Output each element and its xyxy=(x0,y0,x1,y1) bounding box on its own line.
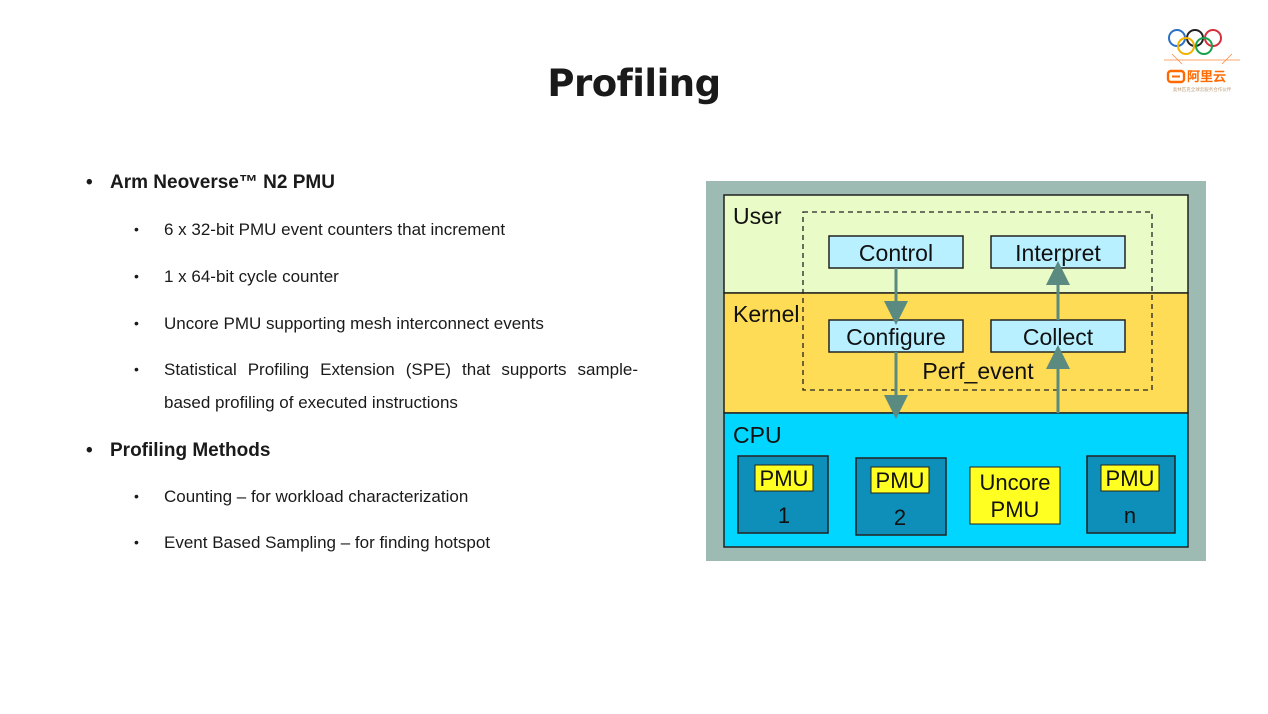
aliyun-bracket-icon xyxy=(1166,69,1186,84)
uncore-pmu-label-line1: Uncore xyxy=(980,470,1051,495)
uncore-pmu: Uncore PMU xyxy=(969,466,1061,525)
pmu-n: PMU n xyxy=(1086,455,1176,534)
pmu-1-index: 1 xyxy=(778,503,790,528)
page-title: Profiling xyxy=(547,62,721,105)
pmu-1: PMU 1 xyxy=(737,455,829,534)
user-layer-label: User xyxy=(733,203,782,229)
perf-architecture-diagram: User Kernel CPU Control Interpret Config… xyxy=(706,181,1206,561)
control-label: Control xyxy=(859,240,933,266)
bullet-dot-icon: • xyxy=(134,268,139,284)
bullet-dot-icon: • xyxy=(134,315,139,331)
kernel-layer xyxy=(723,292,1189,414)
bullet-dot-icon: • xyxy=(86,172,93,193)
pmu-2-label: PMU xyxy=(876,468,925,493)
perf-event-boundary xyxy=(802,211,1153,391)
bullet-dot-icon: • xyxy=(134,488,139,504)
cpu-layer-label: CPU xyxy=(733,422,782,448)
olympic-rings-icon xyxy=(1168,29,1222,55)
collect-label: Collect xyxy=(1023,324,1094,350)
pmu-2-index: 2 xyxy=(894,505,906,530)
configure-label: Configure xyxy=(846,324,946,350)
kernel-layer-label: Kernel xyxy=(733,301,799,327)
pmu-1-label: PMU xyxy=(760,466,809,491)
rays-icon xyxy=(1164,53,1240,65)
uncore-pmu-label-line2: PMU xyxy=(991,497,1040,522)
perf-event-label: Perf_event xyxy=(922,358,1034,384)
logo-brand-text: 阿里云 xyxy=(1187,69,1226,84)
alibaba-cloud-olympic-logo: 阿里云 奥林匹克全球云服务合作伙伴 xyxy=(1164,29,1240,93)
bullet-dot-icon: • xyxy=(134,361,139,377)
logo-tagline: 奥林匹克全球云服务合作伙伴 xyxy=(1173,86,1232,93)
bullet-dot-icon: • xyxy=(134,221,139,237)
pmu-n-index: n xyxy=(1124,503,1136,528)
pmu-n-label: PMU xyxy=(1106,466,1155,491)
pmu-2: PMU 2 xyxy=(855,457,947,536)
control-box xyxy=(828,235,964,269)
configure-box xyxy=(828,319,964,353)
interpret-label: Interpret xyxy=(1015,240,1101,266)
bullet-dot-icon: • xyxy=(86,440,93,461)
bullet-dot-icon: • xyxy=(134,534,139,550)
